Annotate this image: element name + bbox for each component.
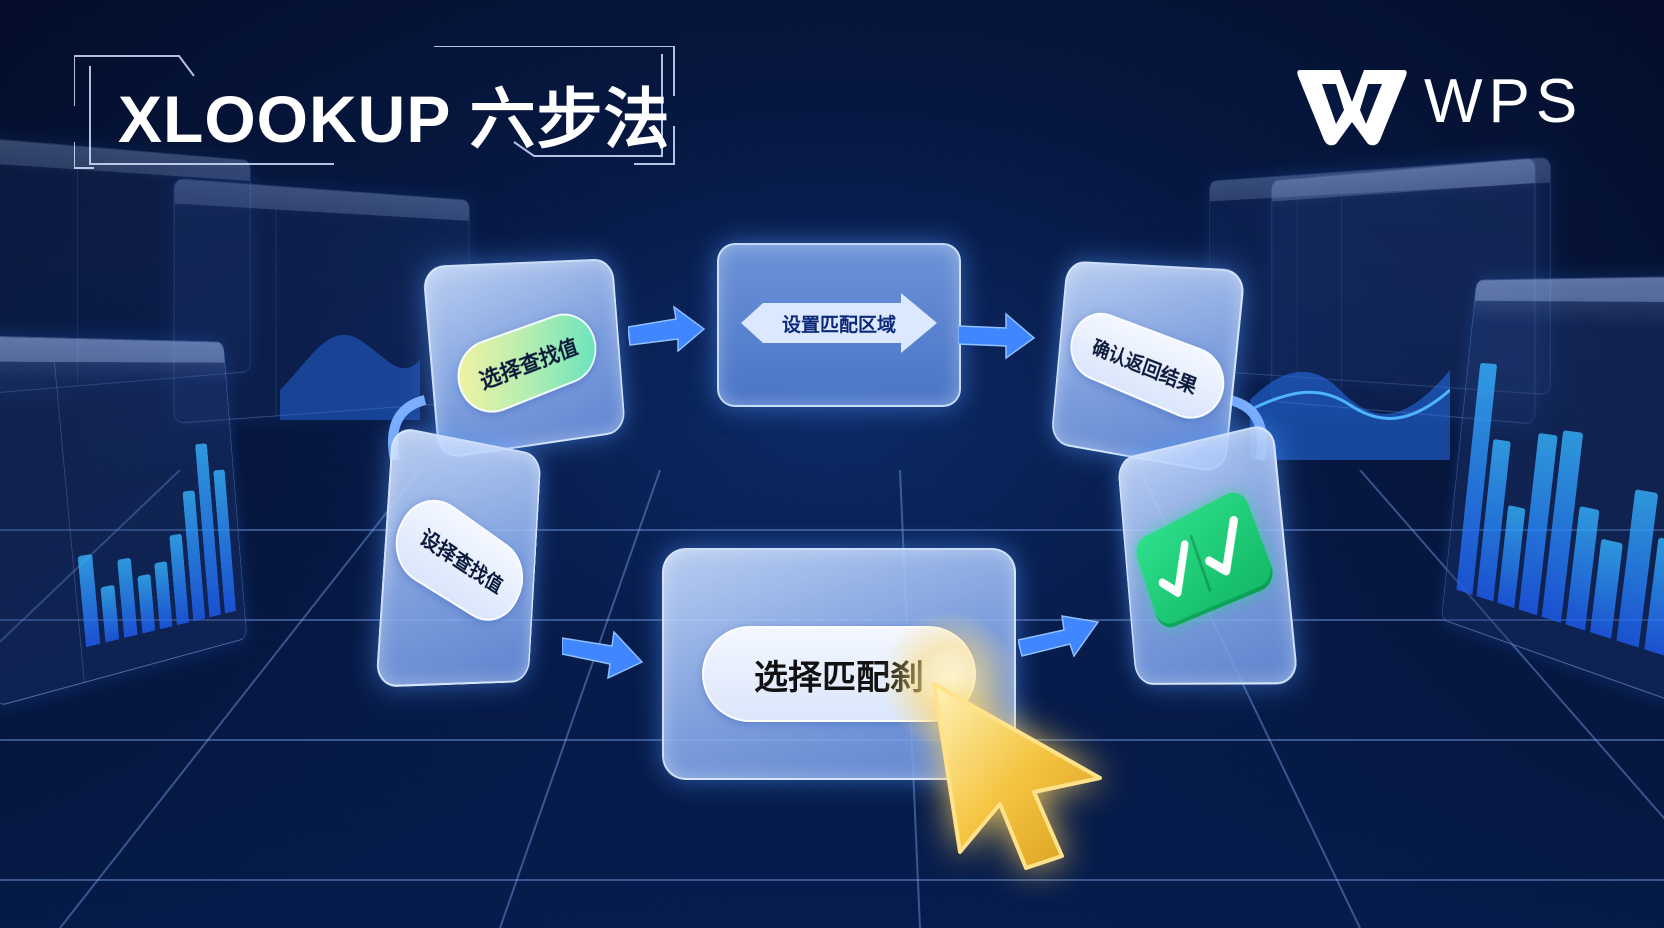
step-card-6[interactable]	[1116, 421, 1299, 685]
brand-name: WPS	[1424, 67, 1584, 136]
step-3-label: 确认返回结果	[1089, 334, 1201, 399]
step-card-1[interactable]: 选择查找值	[422, 258, 627, 460]
background-wave-left	[280, 334, 420, 420]
perspective-grid-floor	[0, 470, 1664, 928]
step-3-pill[interactable]: 确认返回结果	[1062, 303, 1235, 430]
wps-w-logo-icon	[1297, 70, 1407, 146]
step-2-label: 设置匹配区域	[781, 313, 896, 336]
page-title: XLOOKUP 六步法	[118, 82, 671, 156]
mouse-pointer-icon	[932, 682, 1102, 870]
step-4-pill[interactable]: 设择查找值	[381, 483, 535, 635]
step-1-label: 选择查找值	[476, 335, 581, 396]
arrow-right-icon	[562, 630, 644, 680]
arrow-right-icon	[628, 305, 706, 353]
double-arrow-banner	[741, 293, 937, 353]
step-4-label: 设择查找值	[416, 524, 506, 599]
step-card-2[interactable]: 设置匹配区域	[717, 243, 961, 407]
step-card-4[interactable]: 设择查找值	[375, 425, 542, 688]
double-checkmark-icon	[1132, 486, 1278, 632]
arrow-right-icon	[958, 312, 1036, 360]
arrow-right-icon	[1018, 615, 1100, 658]
step-1-pill[interactable]: 选择查找值	[447, 304, 605, 424]
title-frame	[74, 46, 704, 174]
background-wave-right	[1250, 370, 1450, 460]
